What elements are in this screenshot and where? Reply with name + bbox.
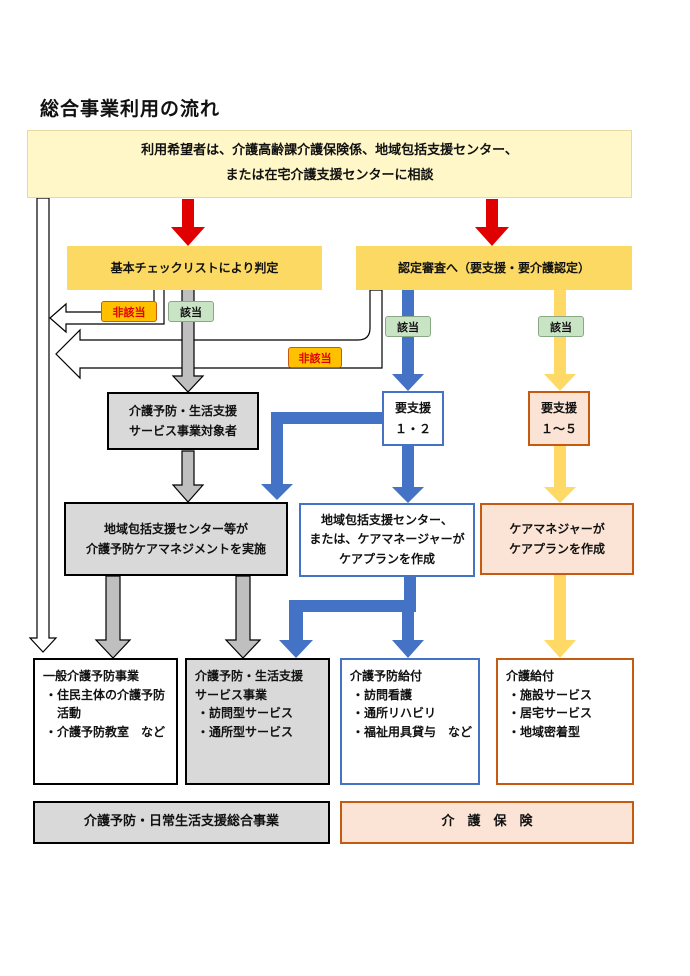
centerplan-line-1: 地域包括支援センター、 xyxy=(321,513,453,528)
yobokyufu-item-1: ・訪問看護 xyxy=(352,687,413,702)
kaigokyufu-item-3: ・地域密着型 xyxy=(508,724,581,739)
kaigokyufu-item-1: ・施設サービス xyxy=(508,687,593,702)
page-title: 総合事業利用の流れ xyxy=(40,98,221,120)
arrow-centerplan-to-seikatsu xyxy=(279,577,416,658)
target-line-1: 介護予防・生活支援 xyxy=(128,403,237,418)
centerplan-line-3: ケアプランを作成 xyxy=(338,551,435,566)
youshien15-line-2: １～５ xyxy=(540,421,577,436)
arrow-youshien12-to-center xyxy=(261,412,382,500)
seikatsu-heading-1: 介護予防・生活支援 xyxy=(195,669,304,683)
center-box: 地域包括支援センター等が 介護予防ケアマネジメントを実施 xyxy=(64,502,288,576)
arrow-center-to-seikatsu xyxy=(224,575,262,659)
consult-box: 利用希望者は、介護高齢課介護保険係、地域包括支援センター、 または在宅介護支援セ… xyxy=(27,130,632,198)
seikatsu-box: 介護予防・生活支援 サービス事業 ・訪問型サービス ・通所型サービス xyxy=(185,658,330,785)
consult-line-1: 利用希望者は、介護高齢課介護保険係、地域包括支援センター、 xyxy=(141,143,518,159)
arrow-youshien12-to-centerplan xyxy=(392,446,424,503)
footer-hoken: 介 護 保 険 xyxy=(340,801,634,844)
yobokyufu-item-2: ・通所リハビリ xyxy=(352,706,437,721)
red-arrow-left xyxy=(171,199,205,246)
yobokyufu-heading: 介護予防給付 xyxy=(350,669,423,683)
kaigokyufu-box: 介護給付 ・施設サービス ・居宅サービス ・地域密着型 xyxy=(496,658,634,785)
youshien12-line-1: 要支援 xyxy=(394,401,431,416)
gaito-badge-3: 該当 xyxy=(538,316,584,337)
nintei-box: 認定審査へ（要支援・要介護認定） xyxy=(356,246,632,290)
gaito-badge-2: 該当 xyxy=(385,316,431,337)
arrow-centerplan-to-yobokyufu xyxy=(392,610,424,658)
ippan-box: 一般介護予防事業 ・住民主体の介護予防 活動 ・介護予防教室 など xyxy=(33,658,178,785)
arrow-youshien15-to-caremanager xyxy=(544,446,576,503)
centerplan-line-2: または、ケアマネージャーが xyxy=(309,532,465,547)
higaito-badge-2: 非該当 xyxy=(288,347,342,368)
seikatsu-item-2: ・通所型サービス xyxy=(197,724,294,739)
target-line-2: サービス事業対象者 xyxy=(128,424,237,438)
target-box: 介護予防・生活支援 サービス事業対象者 xyxy=(107,392,259,450)
red-arrow-right xyxy=(475,199,509,246)
center-line-2: 介護予防ケアマネジメントを実施 xyxy=(85,542,266,556)
youshien15-line-1: 要支援 xyxy=(540,401,577,416)
arrow-center-to-ippan xyxy=(94,575,132,659)
center-line-1: 地域包括支援センター等が xyxy=(103,521,248,536)
higaito-badge-1: 非該当 xyxy=(101,301,157,322)
kaigokyufu-heading: 介護給付 xyxy=(506,669,555,683)
nintei-label: 認定審査へ（要支援・要介護認定） xyxy=(397,260,590,275)
checklist-label: 基本チェックリストにより判定 xyxy=(110,260,279,275)
ippan-item-1: ・住民主体の介護予防 xyxy=(45,687,166,702)
kaigokyufu-item-2: ・居宅サービス xyxy=(508,706,593,721)
caremanager-line-2: ケアプランを作成 xyxy=(508,542,605,556)
arrow-caremanager-to-kaigokyufu xyxy=(544,575,576,658)
caremanager-line-1: ケアマネジャーが xyxy=(509,521,605,536)
caremanager-box: ケアマネジャーが ケアプランを作成 xyxy=(480,503,634,575)
youshien12-line-2: １・２ xyxy=(394,421,431,436)
arrow-consult-to-ippan xyxy=(28,197,58,653)
consult-line-2: または在宅介護支援センターに相談 xyxy=(225,168,434,183)
arrow-nintei-to-youshien12 xyxy=(392,290,424,391)
footer-sogo-label: 介護予防・日常生活支援総合事業 xyxy=(83,814,279,830)
youshien12-box: 要支援 １・２ xyxy=(382,391,444,446)
arrow-target-to-center xyxy=(171,450,205,503)
yobokyufu-box: 介護予防給付 ・訪問看護 ・通所リハビリ ・福祉用具貸与 など xyxy=(340,658,480,785)
gaito-badge-1: 該当 xyxy=(168,301,214,322)
ippan-heading: 一般介護予防事業 xyxy=(43,669,140,683)
footer-sogo: 介護予防・日常生活支援総合事業 xyxy=(33,801,330,844)
checklist-box: 基本チェックリストにより判定 xyxy=(67,246,322,290)
youshien15-box: 要支援 １～５ xyxy=(528,391,590,446)
seikatsu-item-1: ・訪問型サービス xyxy=(197,706,294,721)
seikatsu-heading-2: サービス事業 xyxy=(195,687,268,702)
ippan-item-1-cont: 活動 xyxy=(57,706,82,721)
footer-hoken-label: 介 護 保 険 xyxy=(441,814,533,830)
arrow-nintei-to-youshien15 xyxy=(544,290,576,391)
yobokyufu-item-3: ・福祉用具貸与 など xyxy=(352,724,473,739)
ippan-item-2: ・介護予防教室 など xyxy=(45,724,166,739)
centerplan-box: 地域包括支援センター、 または、ケアマネージャーが ケアプランを作成 xyxy=(299,503,475,577)
